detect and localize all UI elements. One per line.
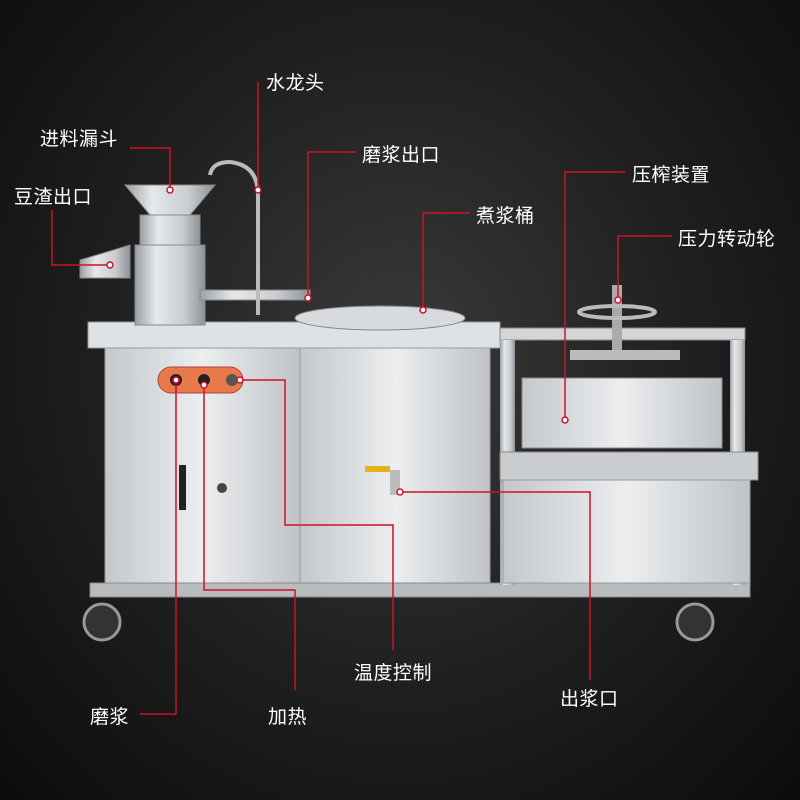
label-pressure-wheel: 压力转动轮 xyxy=(678,228,776,250)
label-press-device: 压榨装置 xyxy=(632,164,711,186)
machine-body xyxy=(79,159,759,642)
label-feed-hopper: 进料漏斗 xyxy=(40,128,119,150)
label-faucet: 水龙头 xyxy=(266,72,325,94)
leader-lines xyxy=(51,82,672,715)
label-boiling-bucket: 煮浆桶 xyxy=(476,205,535,227)
label-okara-outlet: 豆渣出口 xyxy=(14,186,93,208)
label-grinding-outlet: 磨浆出口 xyxy=(362,144,441,166)
label-heating: 加热 xyxy=(268,706,308,728)
label-temperature-control: 温度控制 xyxy=(354,662,433,684)
leader-dots xyxy=(106,186,622,496)
label-milk-outlet: 出浆口 xyxy=(560,688,619,710)
label-grinding: 磨浆 xyxy=(90,706,130,728)
